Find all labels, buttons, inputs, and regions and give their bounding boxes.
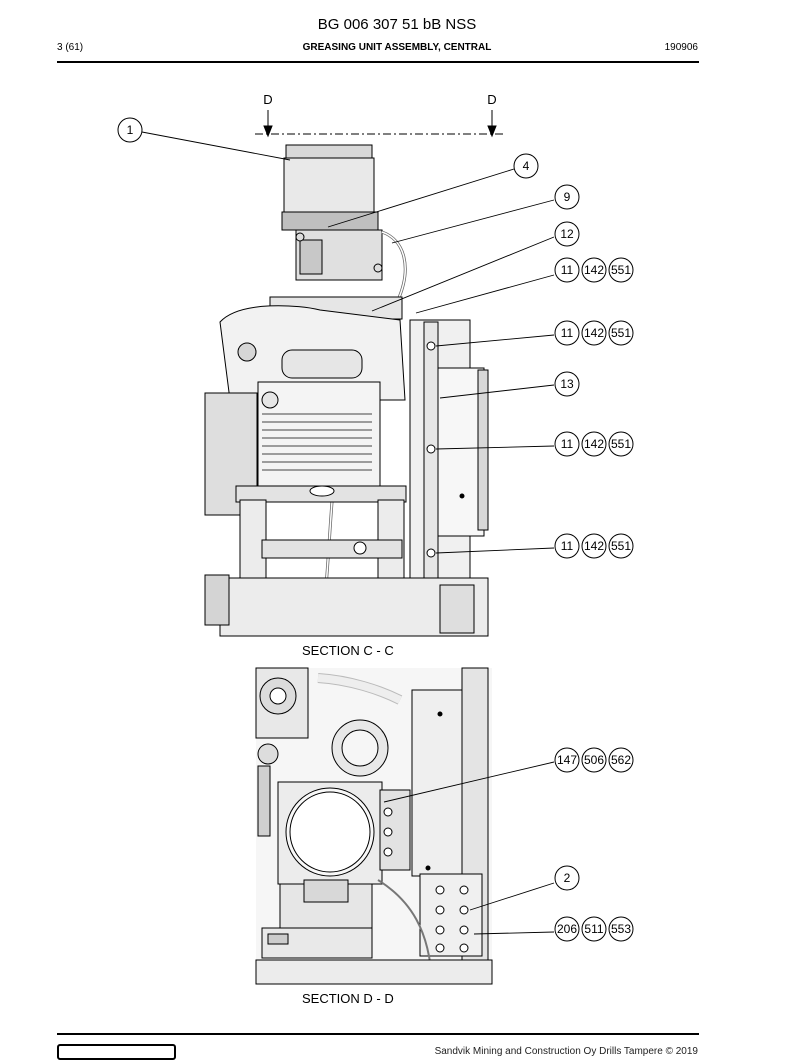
callout-number: 506 (584, 753, 604, 767)
callout-4: 4 (513, 153, 539, 179)
section-dd-label: SECTION D - D (302, 991, 394, 1006)
callout-number: 147 (557, 753, 577, 767)
section-cc-label: SECTION C - C (302, 643, 394, 658)
callout-11-142-551-c: 11 142 551 (554, 431, 634, 457)
callout-number: 511 (584, 922, 603, 936)
callout-147-506-562: 147 506 562 (554, 747, 634, 773)
callout-number: 142 (584, 263, 604, 277)
callout-number: 2 (564, 871, 571, 885)
callout-number: 551 (611, 326, 631, 340)
callout-number: 11 (561, 326, 574, 340)
callout-number: 562 (611, 753, 631, 767)
callout-1: 1 (117, 117, 143, 143)
section-dd-view (255, 667, 493, 985)
page-number: 3 (61) (57, 42, 84, 53)
callout-number: 9 (564, 190, 571, 204)
document-date: 190906 (664, 42, 698, 53)
section-arrow-right-head (487, 125, 497, 138)
document-number: BG 006 307 51 bB NSS (317, 16, 477, 33)
page-title: GREASING UNIT ASSEMBLY, CENTRAL (302, 42, 492, 53)
callout-12: 12 (554, 221, 580, 247)
callout-number: 551 (611, 437, 631, 451)
callout-number: 12 (560, 227, 574, 241)
callout-number: 551 (611, 539, 631, 553)
callout-11-142-551-b: 11 142 551 (554, 320, 634, 346)
callout-number: 11 (561, 539, 574, 553)
callout-number: 553 (611, 922, 631, 936)
callout-number: 206 (557, 922, 577, 936)
section-arrow-left-head (263, 125, 273, 138)
callout-number: 142 (584, 326, 604, 340)
leader-lines (141, 131, 555, 935)
callout-number: 551 (611, 263, 631, 277)
callout-2: 2 (554, 865, 580, 891)
callout-number: 4 (523, 159, 530, 173)
section-marker-right: D (487, 92, 496, 107)
callout-11-142-551-d: 11 142 551 (554, 533, 634, 559)
callout-number: 13 (560, 377, 574, 391)
callout-number: 142 (584, 539, 604, 553)
section-cc-view (204, 144, 489, 637)
callout-number: 142 (584, 437, 604, 451)
company-logo (57, 1044, 176, 1060)
callout-13: 13 (554, 371, 580, 397)
callout-number: 11 (561, 263, 574, 277)
copyright-notice: Sandvik Mining and Construction Oy Drill… (434, 1046, 698, 1057)
header-divider (57, 61, 699, 63)
section-marker-left: D (263, 92, 272, 107)
callout-number: 11 (561, 437, 574, 451)
footer-divider (57, 1033, 699, 1035)
callout-206-511-553: 206 511 553 (554, 916, 634, 942)
callout-11-142-551-a: 11 142 551 (554, 257, 634, 283)
callout-9: 9 (554, 184, 580, 210)
callout-number: 1 (127, 123, 134, 137)
